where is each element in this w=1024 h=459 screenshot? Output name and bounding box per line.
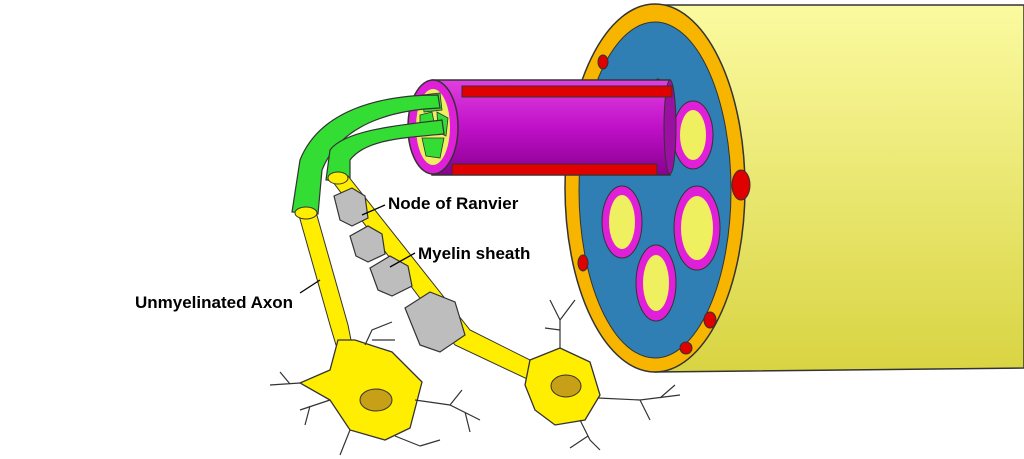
label-myelin-sheath: Myelin sheath xyxy=(418,244,531,263)
blood-vessel xyxy=(577,54,751,355)
nucleus xyxy=(550,374,582,398)
blood-vessel xyxy=(451,163,658,176)
fascicle xyxy=(673,185,721,271)
nerve-cylinder xyxy=(564,3,1024,373)
myelinated-neuron xyxy=(327,171,681,451)
fascicle xyxy=(635,244,677,322)
leader-lines xyxy=(299,204,416,294)
myelin-sheath-segments xyxy=(333,187,466,353)
blood-vessel xyxy=(461,85,673,98)
fascicle-cylinder xyxy=(407,79,677,176)
label-node-of-ranvier: Node of Ranvier xyxy=(388,194,519,213)
fascicle xyxy=(672,100,714,170)
label-unmyelinated-axon: Unmyelinated Axon xyxy=(135,293,294,312)
unmyelinated-neuron xyxy=(269,206,481,456)
nucleus xyxy=(359,388,393,412)
fascicle xyxy=(601,185,643,259)
